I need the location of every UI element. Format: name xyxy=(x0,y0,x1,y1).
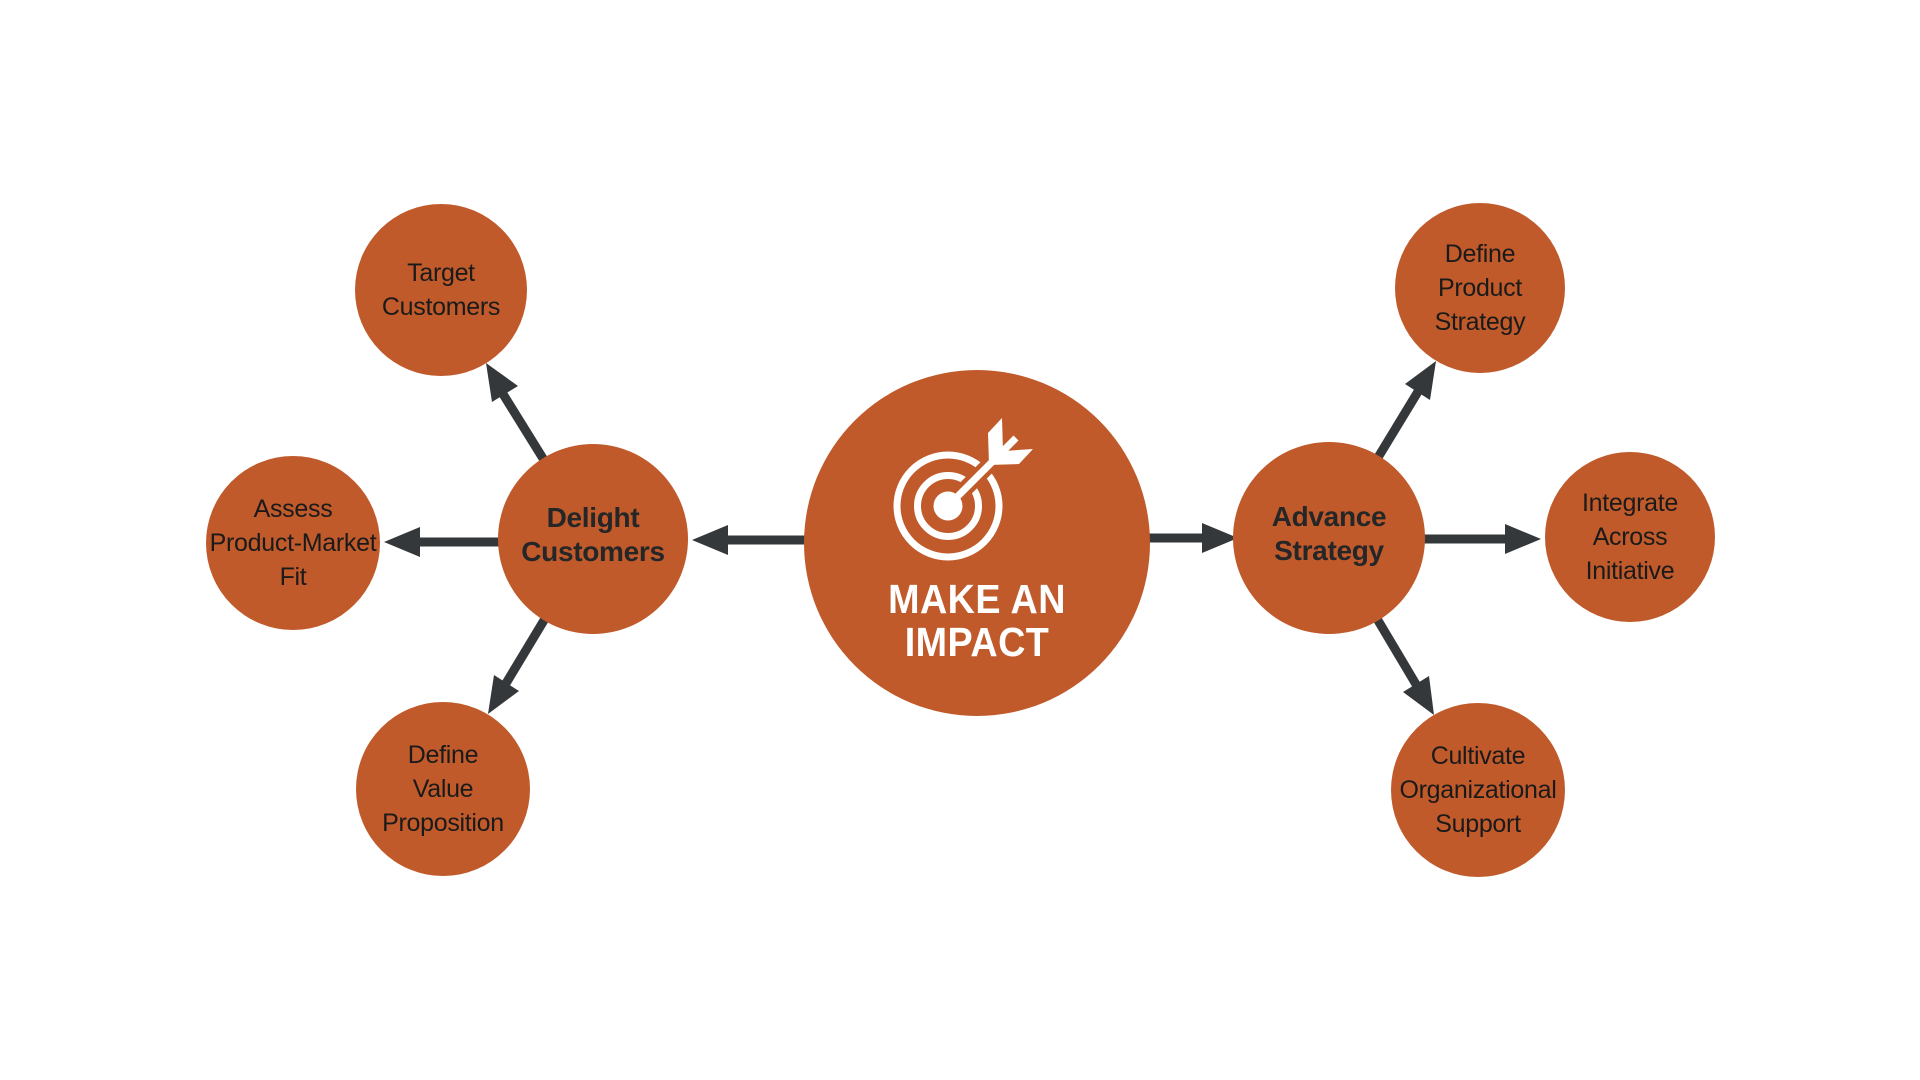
node-define-value-proposition: Define Value Proposition xyxy=(356,702,530,876)
satellite-node-label: Integrate Across Initiative xyxy=(1582,489,1678,585)
satellite-node-label: Define Product Strategy xyxy=(1434,240,1526,336)
bullseye-arrow-icon xyxy=(893,418,1033,561)
node-target-customers: Target Customers xyxy=(355,204,527,376)
satellite-node-label: Cultivate Organizational Support xyxy=(1399,742,1557,838)
hub-node-label: Advance Strategy xyxy=(1271,501,1387,566)
node-define-product-strategy: Define Product Strategy xyxy=(1395,203,1565,373)
node-assess-product-market-fit: Assess Product-Market Fit xyxy=(206,456,380,630)
satellite-node-label: Define Value Proposition xyxy=(382,741,504,837)
satellite-node-label: Assess Product-Market Fit xyxy=(209,495,377,591)
node-integrate-across-initiative: Integrate Across Initiative xyxy=(1545,452,1715,622)
node-make-an-impact: MAKE AN IMPACT xyxy=(804,370,1150,716)
node-cultivate-organizational-support: Cultivate Organizational Support xyxy=(1391,703,1565,877)
node-advance-strategy: Advance Strategy xyxy=(1233,442,1425,634)
hub-node-label: Delight Customers xyxy=(521,502,665,567)
satellite-node-label: Target Customers xyxy=(381,259,501,321)
node-delight-customers: Delight Customers xyxy=(498,444,688,634)
center-node-label: MAKE AN IMPACT xyxy=(888,576,1066,665)
